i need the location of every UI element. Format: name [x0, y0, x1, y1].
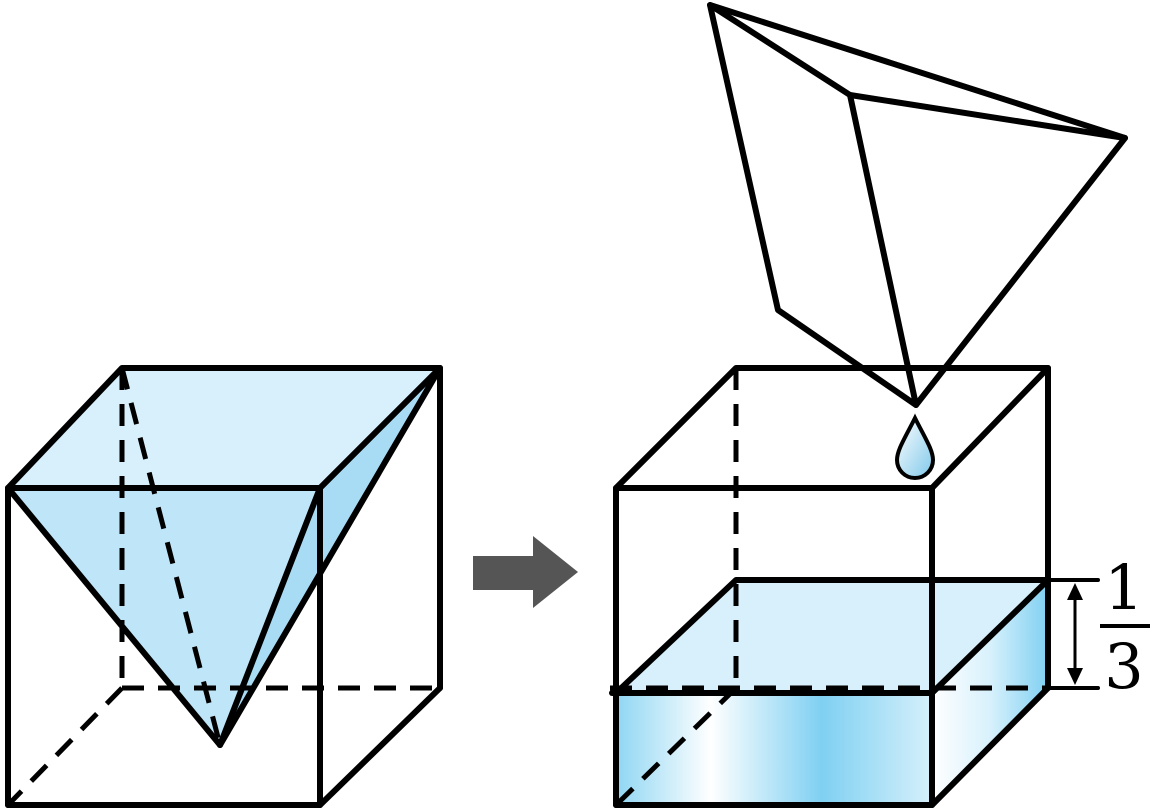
- pyramid-edge: [217, 485, 323, 748]
- pouring-pyramid-edge: [707, 2, 853, 98]
- right-cube-top-edges: [613, 365, 1051, 491]
- pouring-pyramid-edge: [847, 92, 1128, 141]
- pouring-pyramid: [707, 2, 1128, 408]
- right-cube-edge: [929, 685, 1051, 808]
- pyramid-hidden-edge: [119, 367, 223, 746]
- height-dimension-arrow: [1067, 583, 1083, 685]
- right-cube-hidden-edge: [614, 686, 738, 807]
- pyramid-top-face: [8, 368, 440, 488]
- left-cube-edge: [317, 685, 443, 808]
- left-cube-hidden-edge: [6, 686, 124, 807]
- water-level-edge: [929, 577, 1051, 696]
- pouring-pyramid-edge: [847, 92, 919, 408]
- pyramid-edge: [5, 485, 223, 748]
- water-front-face: [616, 693, 932, 805]
- right-arrow-icon: [473, 536, 578, 608]
- right-cube-with-water: [609, 365, 1100, 808]
- fraction-denominator: 3: [1104, 630, 1143, 703]
- water-surface: [616, 580, 1048, 693]
- water-level-edges: [613, 577, 1051, 696]
- water-drop-icon: [894, 413, 936, 480]
- pyramid-edge: [217, 365, 443, 748]
- left-cube-with-pyramid: [5, 365, 443, 808]
- pouring-pyramid-outline: [707, 2, 1128, 408]
- water-side-face: [932, 580, 1048, 805]
- fraction-numerator: 1: [1104, 551, 1143, 624]
